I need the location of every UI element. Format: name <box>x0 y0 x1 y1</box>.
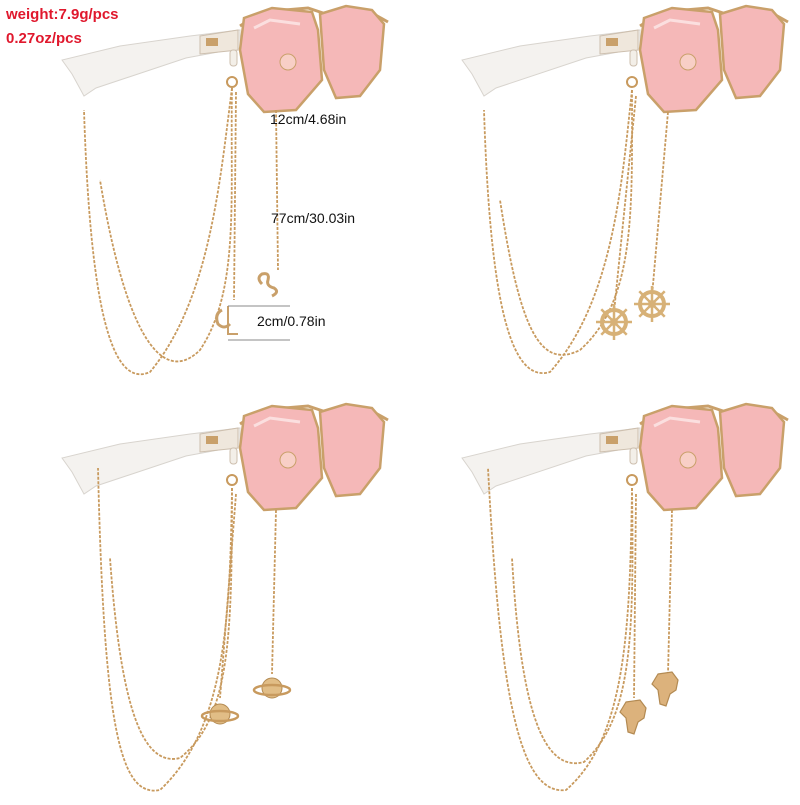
planet-body <box>261 677 283 699</box>
nose-pad <box>679 53 697 71</box>
wheel-spoke <box>600 308 615 323</box>
chain-loop-inner <box>511 487 634 765</box>
lens-right <box>318 4 386 100</box>
chain-drop-right <box>271 509 277 675</box>
lens-shine <box>653 416 701 428</box>
lens-shine <box>653 18 701 30</box>
lobster-clasp <box>226 474 238 486</box>
chain-loop-inner <box>99 87 233 363</box>
hinge <box>599 29 639 55</box>
chain-drop-right <box>667 509 673 675</box>
chain-loop-long <box>487 467 633 792</box>
weight-label: weight:7.9g/pcs <box>6 6 119 23</box>
panel-letters <box>61 4 389 376</box>
planet-ring <box>252 683 292 697</box>
hinge <box>199 29 239 55</box>
chain-drop-left <box>219 493 237 699</box>
ship-wheel-2 <box>596 304 632 340</box>
ship-wheel-charm <box>596 286 670 340</box>
chain-loop-inner <box>109 487 233 760</box>
chain-loop <box>629 49 638 67</box>
wheel-spoke <box>613 321 628 336</box>
dimension-length-label: 77cm/30.03in <box>271 210 356 226</box>
planet-body <box>209 703 231 725</box>
lens-right <box>318 402 386 498</box>
lens-right <box>718 4 786 100</box>
lens-shine <box>253 18 301 30</box>
dimension-top-label: 12cm/4.68in <box>270 111 347 127</box>
chain-drop-right <box>275 109 279 271</box>
panel-wheel <box>461 4 789 375</box>
weight-oz-label: 0.27oz/pcs <box>6 30 82 47</box>
chain-drop-right <box>651 111 669 297</box>
planet-1 <box>252 677 292 699</box>
lens-right <box>718 402 786 498</box>
hinge-plate <box>606 38 618 46</box>
planet-ring <box>200 709 240 723</box>
wheel-spoke <box>600 321 615 336</box>
hinge <box>199 427 239 453</box>
nose-pad <box>679 451 697 469</box>
letter-charm <box>215 272 290 341</box>
africa-map-charm <box>619 671 679 735</box>
hinge-plate <box>206 436 218 444</box>
chain-loop-inner <box>499 89 633 356</box>
lobster-clasp <box>226 76 238 88</box>
planet-2 <box>200 703 240 725</box>
planet-charm <box>200 677 292 725</box>
nose-pad <box>279 53 297 71</box>
lobster-clasp <box>626 474 638 486</box>
panel-planet <box>61 402 389 792</box>
nose-pad <box>279 451 297 469</box>
hinge-plate <box>206 38 218 46</box>
hinge <box>599 427 639 453</box>
dimension-charm-label: 2cm/0.78in <box>257 313 326 329</box>
ship-wheel-1 <box>634 286 670 322</box>
map-charm-2 <box>619 699 647 735</box>
measure-bracket-left <box>227 306 238 335</box>
lobster-clasp <box>626 76 638 88</box>
chain-loop-long <box>83 87 233 376</box>
wheel-spoke <box>613 308 628 323</box>
chain-loop-long <box>483 89 633 375</box>
map-charm-1 <box>651 671 679 707</box>
chain-loop <box>229 49 238 67</box>
wheel-spoke <box>638 290 653 305</box>
chain-loop <box>229 447 238 465</box>
wheel-spoke <box>638 303 653 318</box>
measure-lines <box>228 305 290 341</box>
letter-c-charm <box>215 308 232 329</box>
chain-loop <box>629 447 638 465</box>
chain-loop-long <box>97 467 233 792</box>
hinge-plate <box>606 436 618 444</box>
wheel-spoke <box>651 303 666 318</box>
wheel-spoke <box>651 290 666 305</box>
lens-shine <box>253 416 301 428</box>
chain-drop-left <box>233 91 237 301</box>
panel-map <box>461 402 789 792</box>
chain-drop-left <box>633 493 637 699</box>
chain-drop-left <box>613 95 637 313</box>
letter-s-charm <box>257 272 279 298</box>
